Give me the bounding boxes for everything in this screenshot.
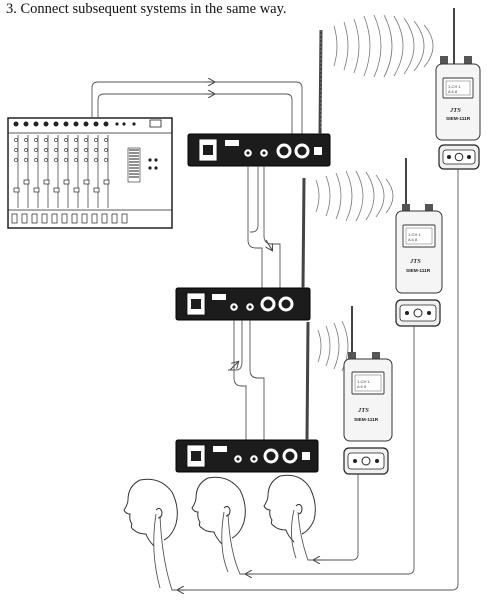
receiver-model: SIEM-111R [354,417,379,423]
svg-text:A 6 8: A 6 8 [408,237,418,242]
svg-text:1-CH 1: 1-CH 1 [357,379,370,384]
mixer-output-cables [91,81,303,140]
svg-text:A 6 8: A 6 8 [448,89,458,94]
bodypack-receiver-icon: 1-CH 1 A 6 8 JTS SIEM-111R [343,306,393,475]
transmitter-icon [187,133,331,167]
transmitter-icon [175,287,311,321]
arrow-icon [266,239,272,250]
bodypack-receiver-icon: 1-CH 1 A 6 8 JTS SIEM-111R [435,8,481,170]
mixer-console-icon [7,117,173,229]
transmitter-icon [175,439,319,473]
listener-head-icon [123,478,178,547]
receiver-brand: JTS [357,407,369,414]
svg-text:1-CH 1: 1-CH 1 [448,84,461,89]
radio-wave-icon [315,170,394,222]
svg-text:A 6 8: A 6 8 [357,384,367,389]
receiver-model: SIEM-111R [446,116,471,122]
receiver-brand: JTS [409,258,421,265]
antenna-icon [305,321,310,441]
listener-head-icon [191,476,246,545]
radio-wave-icon [317,320,349,372]
radio-wave-icon [333,14,434,78]
antenna-icon [318,29,323,135]
earphone-plug-icon [153,169,459,591]
antenna-icon [301,177,306,289]
link-cables [247,166,281,292]
instruction-caption: 3. Connect subsequent systems in the sam… [6,1,287,17]
bodypack-receiver-icon: 1-CH 1 A 6 8 JTS SIEM-111R [395,158,443,327]
svg-text:1-CH 1: 1-CH 1 [408,232,421,237]
listener-head-icon [263,474,316,543]
receiver-model: SIEM-111R [406,268,431,274]
arrow-icon [229,362,238,371]
receiver-brand: JTS [449,107,461,114]
link-cables [228,320,265,440]
